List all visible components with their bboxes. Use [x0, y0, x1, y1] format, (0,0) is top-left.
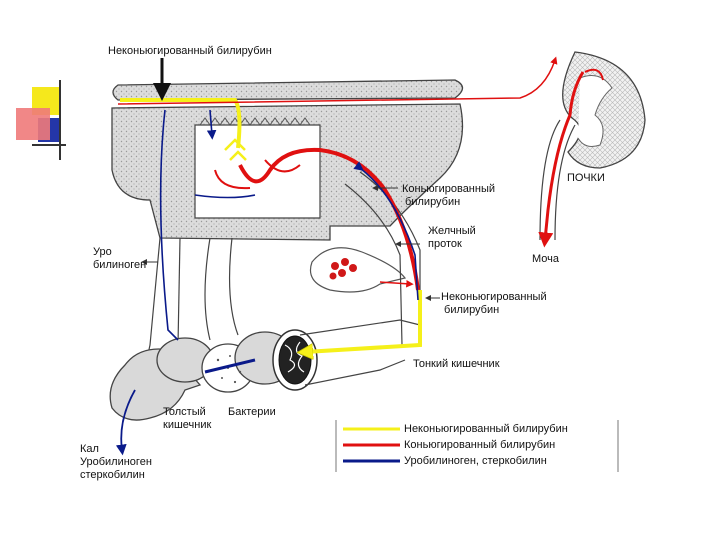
small-intestine [272, 319, 421, 391]
label-small-intestine: Тонкий кишечник [413, 358, 500, 370]
legend-text-unconjugated: Неконьюгированный билирубин [404, 423, 568, 435]
label-feces: Кал Уробилиноген стеркобилин [80, 443, 152, 481]
pointer-arrows [141, 58, 440, 301]
label-conjugated: Коньюгированный билирубин [402, 183, 496, 208]
label-large-intestine: Толстый кишечник [163, 406, 212, 431]
red-pathway [117, 56, 604, 291]
label-unconjugated-top: Неконьюгированный билирубин [108, 45, 272, 57]
label-urine: Моча [532, 253, 560, 265]
label-bile-duct: Желчный проток [428, 225, 476, 250]
legend-lines [343, 427, 400, 463]
legend-text-urobilinogen: Уробилиноген, стеркобилин [404, 455, 547, 467]
blood-vessel [112, 79, 464, 101]
gallbladder [309, 247, 407, 293]
legend-box [335, 420, 619, 472]
bile-duct [344, 171, 421, 346]
legend-text-conjugated: Коньюгированный билирубин [404, 439, 556, 451]
kidney [539, 51, 646, 241]
yellow-pathway [120, 98, 422, 352]
label-kidneys: ПОЧКИ [567, 172, 605, 184]
label-bacteria: Бактерии [228, 406, 276, 418]
label-unconjugated-mid: Неконьюгированный билирубин [441, 291, 547, 316]
blue-pathway [115, 109, 419, 456]
label-urobilinogen: Уро билиноген [93, 246, 147, 271]
